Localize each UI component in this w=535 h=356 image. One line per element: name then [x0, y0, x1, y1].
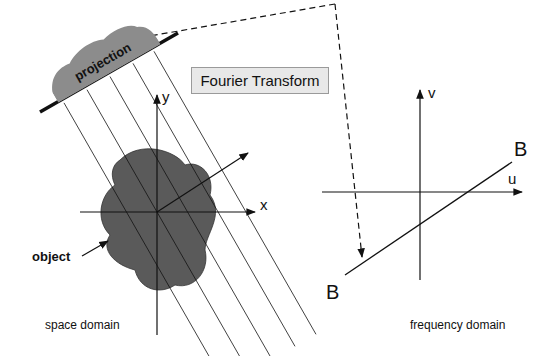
axis-label: v — [428, 84, 436, 101]
box-label: Fourier Transform — [200, 72, 319, 89]
projection-fill — [41, 13, 161, 103]
ray — [154, 51, 316, 334]
x-axis — [80, 211, 255, 212]
object-blob — [101, 149, 216, 290]
object-leader — [82, 241, 108, 256]
ray — [110, 77, 272, 356]
y-axis — [156, 95, 157, 335]
transform-path — [335, 4, 362, 257]
axis-label: x — [260, 196, 268, 213]
projection-blob: projection — [39, 11, 160, 103]
v-axis — [419, 90, 420, 280]
slice-line — [345, 162, 512, 275]
axis-label: u — [508, 170, 516, 187]
line-end-label: B — [326, 281, 339, 304]
axis-label: y — [162, 88, 170, 105]
line-end-label: B — [514, 138, 527, 161]
callout-label: object — [32, 249, 70, 264]
process-box: Fourier Transform — [191, 67, 329, 94]
u-axis — [322, 191, 522, 192]
caption-label: frequency domain — [410, 318, 505, 332]
caption-label: space domain — [45, 318, 120, 332]
projection-rays — [64, 51, 316, 356]
ray — [133, 63, 295, 346]
